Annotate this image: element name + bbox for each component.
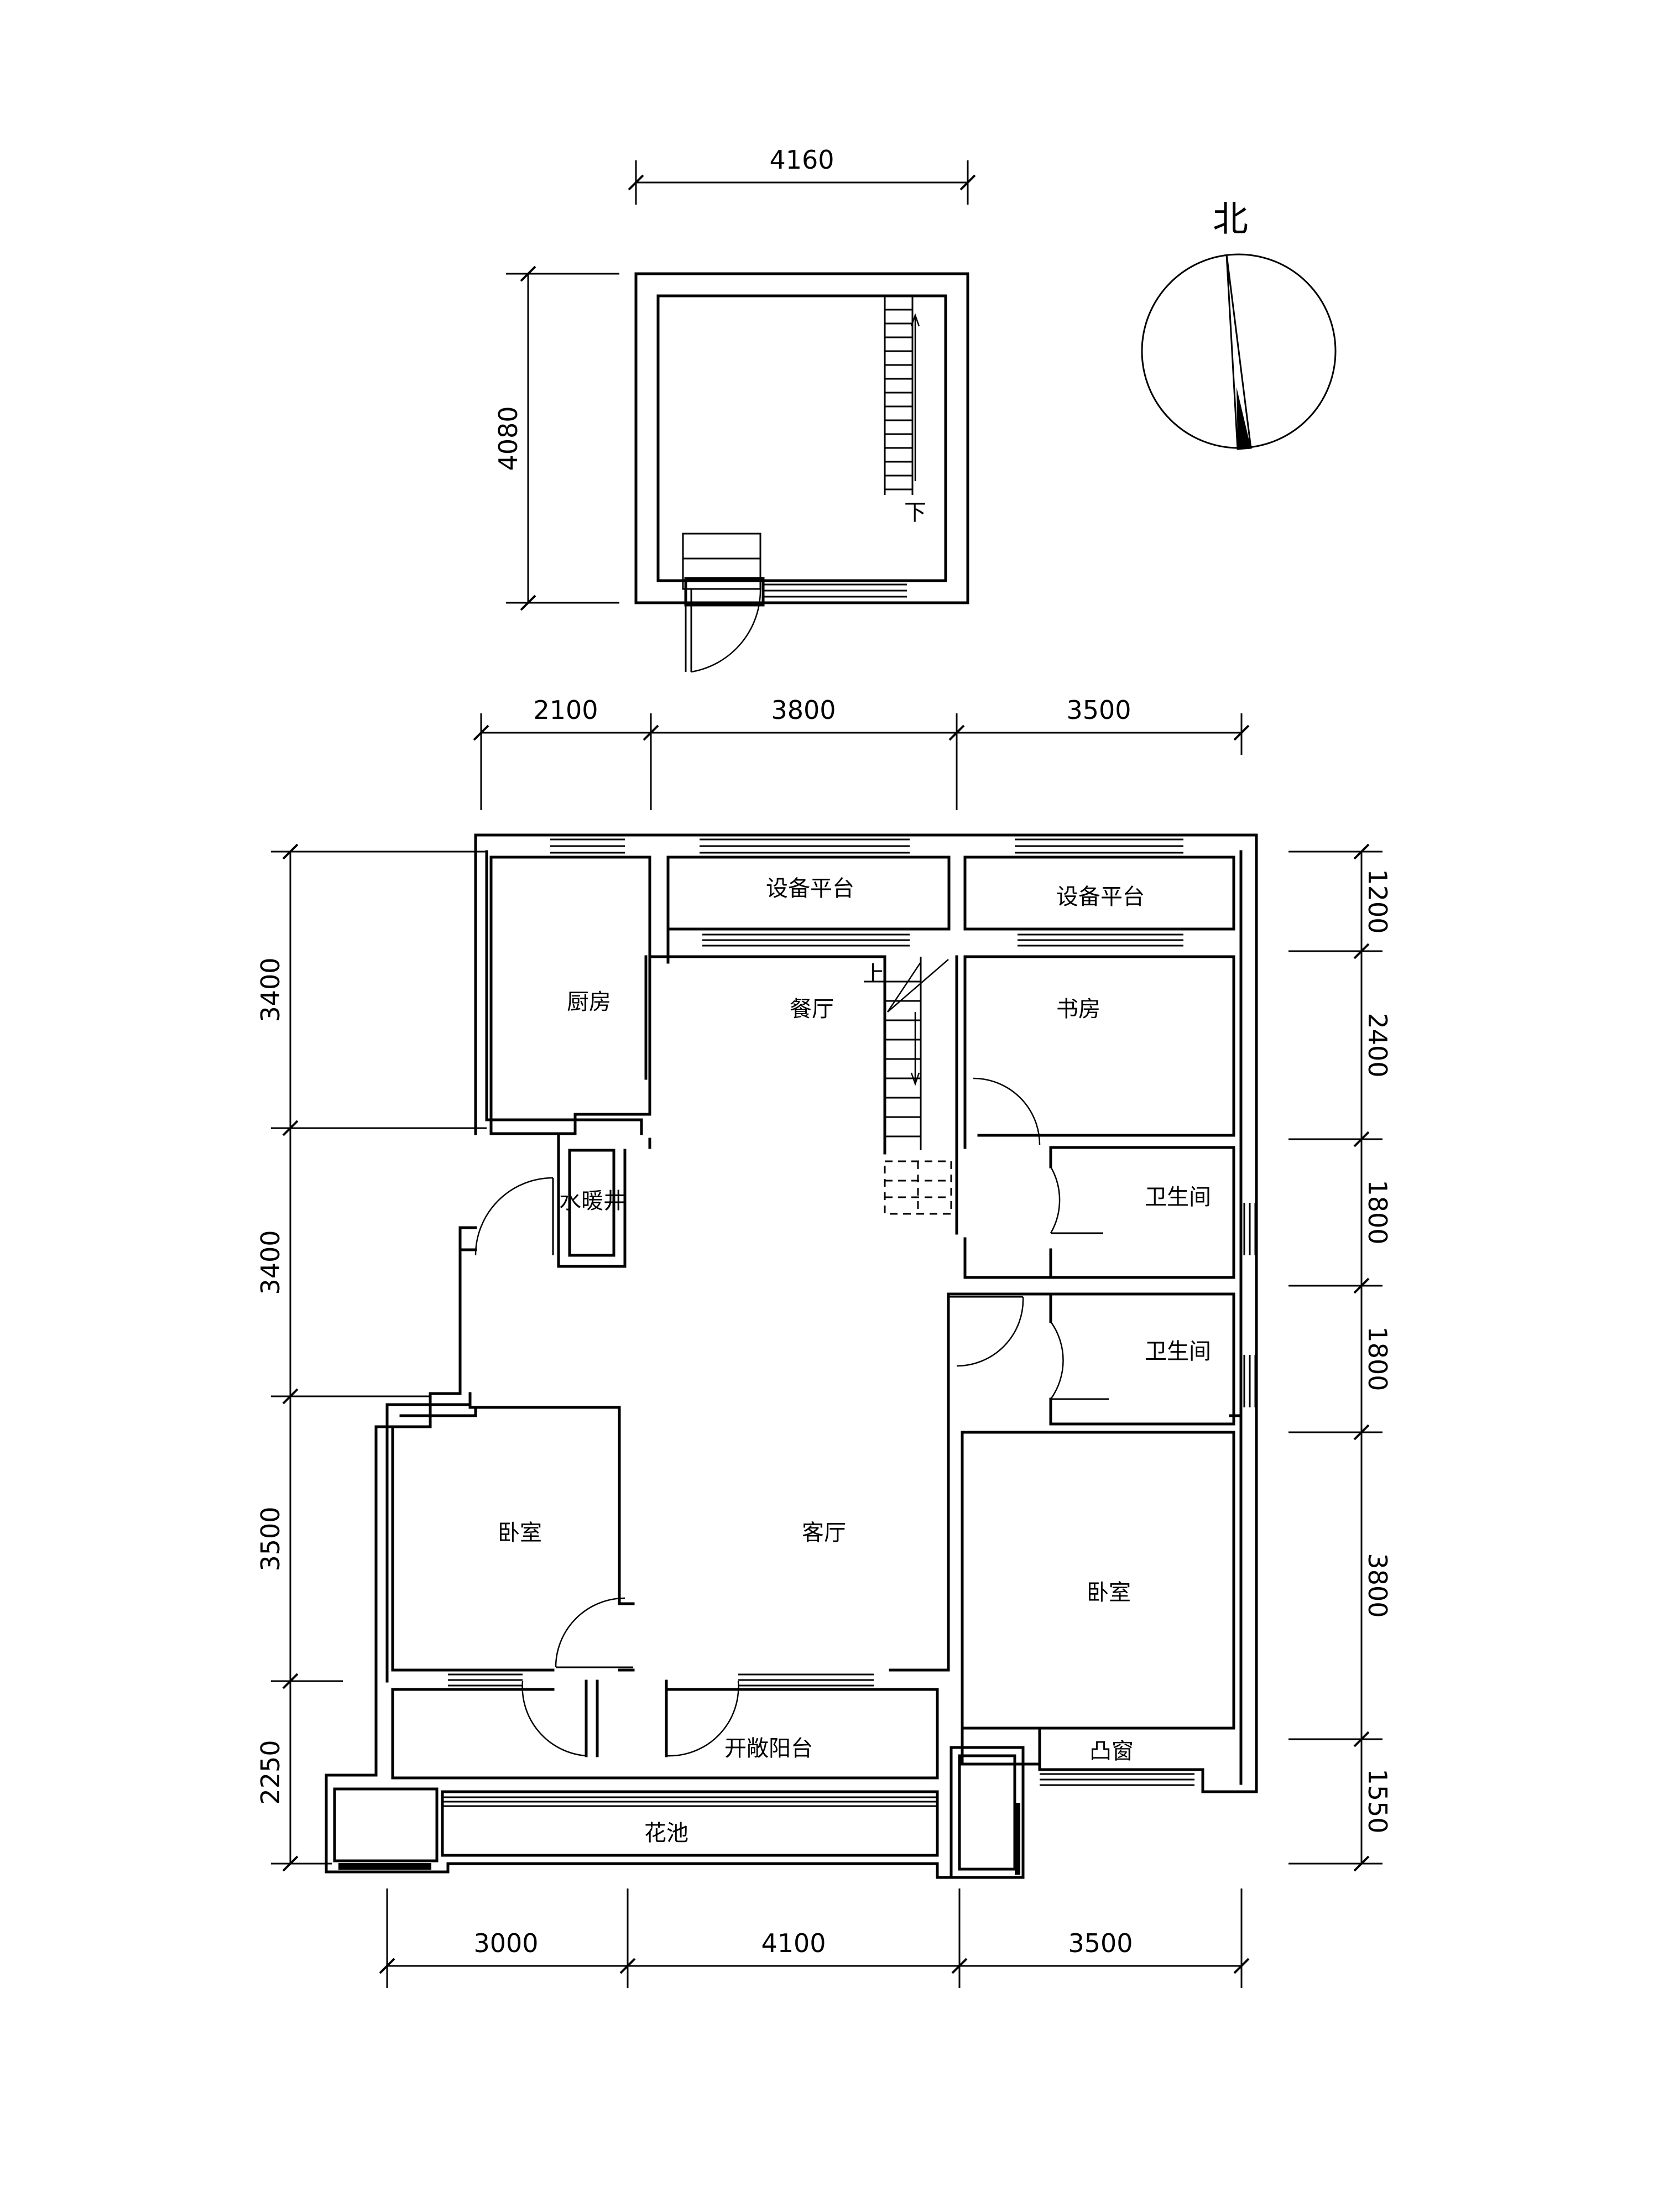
room-water-heating-shaft: 水暖井 [559,1188,625,1214]
room-dining: 餐厅 [790,997,834,1022]
bay-window-area: 凸窗 [961,1726,1204,1793]
room-study: 书房 [1056,997,1100,1022]
upper-outer-wall [634,272,969,604]
stair-down-label: 下 [904,500,926,525]
right-dim-1: 1200 [1363,869,1392,933]
left-dim-3: 3500 [255,1506,285,1571]
bottom-dim-2: 4100 [761,1928,826,1958]
kitchen-window [550,838,625,854]
left-dim-4: 2250 [255,1740,285,1804]
right-dimension-chain: 1200 2400 1800 1800 3800 1550 [1288,843,1392,1872]
room-open-balcony: 开敞阳台 [724,1736,813,1761]
north-label: 北 [1213,199,1248,240]
water-heating-shaft: 水暖井 [474,1132,627,1268]
dining-area: 餐厅 上 [648,955,958,1215]
north-compass: 北 [1141,199,1337,450]
upper-floor-plan: 4160 4080 [493,145,976,673]
upper-inner-wall [656,294,947,582]
flower-bed-area: 花池 [325,1746,1025,1879]
room-bathroom-2: 卫生间 [1145,1339,1211,1364]
top-dim-2: 3800 [771,695,836,725]
bedroom-left-area: 卧室 [391,1406,635,1672]
bottom-dim-1: 3000 [473,1928,538,1958]
bathroom-windows [1243,1203,1256,1407]
top-dimension-chain: 2100 3800 3500 [473,695,1250,810]
upper-width-label: 4160 [769,145,834,175]
bedroom-right-area: 卧室 [961,1431,1235,1730]
equipment-platforms: 设备平台 设备平台 [666,838,1235,947]
upper-height-label: 4080 [493,406,523,471]
upper-window [763,583,907,598]
room-bathroom-1: 卫生间 [1145,1185,1211,1210]
upper-door-opening [684,577,765,607]
stair-up-label: 上 [863,962,885,987]
right-dim-6: 1550 [1363,1768,1392,1833]
right-dim-4: 1800 [1363,1326,1392,1391]
room-equipment-platform-1: 设备平台 [766,876,854,901]
main-floor-plan: 2100 3800 3500 3000 4100 3500 [255,695,1392,1988]
upper-height-dimension: 4080 [493,265,619,611]
bathrooms: 卫生间 卫生间 [947,1077,1256,1426]
room-flower-bed: 花池 [644,1820,688,1846]
room-bedroom-left: 卧室 [498,1520,542,1546]
room-living: 客厅 [802,1520,846,1546]
exterior-walls [374,833,1258,1793]
room-bedroom-right: 卧室 [1087,1580,1131,1605]
top-dim-3: 3500 [1066,695,1131,725]
left-dim-2: 3400 [255,1230,285,1295]
room-equipment-platform-2: 设备平台 [1056,884,1145,910]
main-stair: 上 [863,955,958,1215]
right-dim-3: 1800 [1363,1180,1392,1244]
left-dimension-chain: 3400 3400 3500 2250 [255,843,487,1872]
balcony-windows [448,1673,874,1687]
platform-windows [700,838,1183,947]
room-bay-window: 凸窗 [1089,1739,1134,1764]
right-dim-5: 3800 [1363,1553,1392,1618]
upper-width-dimension: 4160 [628,145,976,205]
bottom-dim-3: 3500 [1068,1928,1133,1958]
bottom-dimension-chain: 3000 4100 3500 [379,1888,1250,1988]
room-kitchen: 厨房 [567,989,611,1015]
top-dim-1: 2100 [533,695,598,725]
right-dim-2: 2400 [1363,1013,1392,1077]
upper-entry-steps [682,533,761,673]
living-area: 客厅 [802,1292,950,1672]
left-dim-1: 3400 [255,957,285,1022]
open-balcony-area: 开敞阳台 [391,1673,939,1780]
study-area: 书房 [963,955,1235,1138]
kitchen-area: 厨房 [489,838,670,1149]
upper-stair: 下 [884,296,926,525]
